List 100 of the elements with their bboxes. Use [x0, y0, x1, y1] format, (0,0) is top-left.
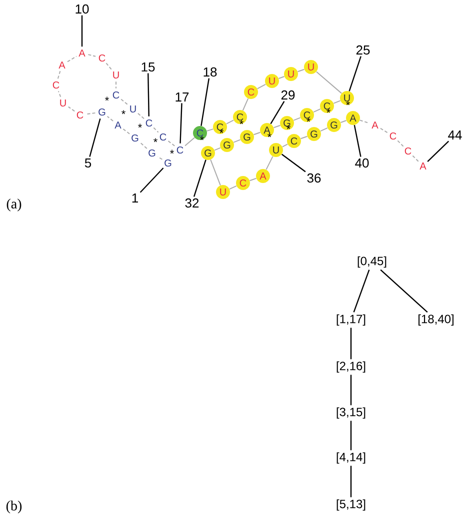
- backbone-line: [157, 156, 163, 160]
- leader-line: [140, 168, 164, 193]
- position-number: 44: [448, 130, 462, 140]
- base-pair-mark: *: [326, 108, 330, 113]
- leader-line: [193, 160, 206, 197]
- nucleotide-letter: G: [132, 134, 138, 142]
- leader-line: [270, 101, 285, 124]
- nucleotide-letter: A: [420, 162, 426, 170]
- position-number: 36: [307, 173, 321, 183]
- backbone-line: [300, 136, 308, 140]
- nucleotide-letter: C: [52, 81, 60, 89]
- base-pair-mark: *: [154, 138, 158, 142]
- tree-edge: [380, 269, 428, 313]
- nucleotide-letter: A: [372, 122, 378, 128]
- backbone-line: [293, 117, 301, 121]
- nucleotide-letter: C: [146, 119, 152, 127]
- interval-label: [4,14]: [336, 452, 366, 464]
- leader-line: [180, 103, 182, 144]
- backbone-line: [226, 120, 234, 124]
- nucleotide-letter: C: [98, 54, 106, 62]
- backbone-line: [153, 127, 159, 133]
- nucleotide-letter: A: [114, 122, 122, 128]
- backbone-line: [57, 70, 61, 80]
- leader-line: [281, 154, 306, 172]
- panel-label: (b): [6, 500, 22, 514]
- nucleotide-letter: C: [76, 111, 84, 119]
- base-pair-mark: *: [105, 96, 109, 101]
- interval-label: [5,13]: [336, 499, 366, 511]
- nucleotide-letter: G: [164, 159, 172, 167]
- backbone-line: [206, 128, 214, 132]
- backbone-line: [106, 62, 112, 70]
- backbone-line: [278, 76, 285, 80]
- position-number: 32: [185, 198, 199, 208]
- base-pair-mark: *: [286, 125, 290, 130]
- leader-line: [354, 124, 362, 157]
- interval-label: [0,45]: [358, 256, 386, 268]
- position-number: 17: [176, 92, 189, 102]
- position-number: 25: [356, 45, 370, 55]
- position-number: 29: [281, 90, 295, 100]
- backbone-line: [282, 144, 288, 148]
- backbone-line: [273, 124, 281, 128]
- backbone-line: [340, 120, 347, 124]
- backbone-line: [249, 178, 257, 182]
- nucleotide-letter: G: [148, 149, 156, 157]
- base-pair-mark: *: [346, 101, 350, 106]
- backbone-line: [122, 128, 130, 134]
- position-number: 15: [142, 62, 155, 72]
- backbone-line: [168, 140, 176, 146]
- leader-line: [81, 15, 83, 47]
- backbone-line: [256, 84, 266, 90]
- nucleotide-letter: A: [58, 62, 66, 68]
- backbone-line: [120, 98, 128, 106]
- base-pair-mark: *: [220, 129, 224, 134]
- position-number: 40: [355, 158, 369, 168]
- leader-line: [427, 140, 450, 162]
- backbone-line: [214, 147, 221, 151]
- backbone-line: [184, 137, 195, 146]
- interval-label: [1,17]: [336, 314, 366, 326]
- backbone-line: [106, 116, 114, 122]
- leader-line: [200, 78, 210, 126]
- backbone-line: [333, 100, 341, 104]
- backbone-line: [266, 156, 274, 170]
- interval-label: [2,16]: [336, 361, 366, 373]
- position-number: 5: [84, 158, 92, 168]
- backbone-line: [210, 159, 221, 186]
- backbone-line: [68, 106, 76, 112]
- nucleotide-letter: C: [404, 147, 412, 155]
- backbone-line: [67, 56, 77, 62]
- backbone-line: [58, 90, 62, 98]
- backbone-line: [359, 120, 370, 124]
- tree-edge: [350, 466, 352, 498]
- backbone-line: [229, 185, 237, 190]
- base-pair-mark: *: [170, 150, 174, 154]
- position-number: 18: [204, 67, 217, 77]
- backbone-line: [86, 112, 96, 115]
- panel-label: (a): [6, 198, 22, 212]
- leader-line: [348, 56, 362, 92]
- position-number: 1: [132, 194, 138, 202]
- nucleotide-letter: U: [113, 72, 119, 78]
- interval-label: [18,40]: [418, 314, 454, 326]
- backbone-line: [88, 54, 96, 57]
- backbone-line: [380, 128, 388, 134]
- backbone-line: [320, 127, 328, 132]
- backbone-line: [313, 108, 321, 113]
- tree-edge: [353, 270, 370, 312]
- nucleotide-letter: U: [60, 100, 66, 106]
- tree-edge: [350, 374, 352, 406]
- tree-edge: [350, 328, 352, 360]
- nucleotide-letter: C: [160, 133, 166, 141]
- backbone-line: [316, 71, 342, 94]
- base-pair-mark: *: [138, 124, 142, 128]
- nucleotide-letter: C: [176, 146, 184, 154]
- nucleotide-letter: C: [390, 132, 396, 140]
- nucleotide-letter: A: [78, 50, 86, 56]
- base-pair-mark: *: [240, 120, 244, 124]
- leader-line: [89, 118, 101, 157]
- tree-edge: [350, 420, 352, 450]
- backbone-line: [137, 112, 144, 120]
- backbone-line: [242, 98, 249, 111]
- backbone-line: [253, 132, 261, 136]
